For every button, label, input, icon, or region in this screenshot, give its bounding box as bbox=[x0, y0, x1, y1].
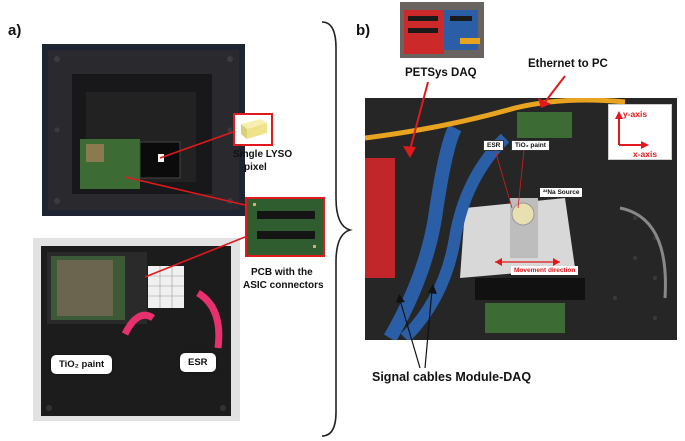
photo-petsys-daq bbox=[400, 2, 484, 58]
photo-detector-housing bbox=[42, 44, 245, 216]
signal-cables-label: Signal cables Module-DAQ bbox=[372, 370, 532, 384]
tio2-callout: TiO₂ paint bbox=[51, 355, 113, 374]
pcb-label-line2: ASIC connectors bbox=[243, 280, 324, 291]
lyso-label-line1: Single LYSO bbox=[233, 149, 293, 160]
photo-module-reflectors bbox=[33, 238, 240, 421]
pcb-inset bbox=[245, 197, 325, 257]
panel-b-letter: b) bbox=[356, 22, 371, 39]
panel-a-letter: a) bbox=[8, 22, 22, 39]
ethernet-label: Ethernet to PC bbox=[528, 58, 608, 70]
x-axis-label: x-axis bbox=[633, 149, 658, 159]
curly-brace bbox=[321, 21, 353, 437]
na22-source-tag: ²²Na Source bbox=[540, 188, 583, 197]
movement-direction-tag: Movement direction bbox=[511, 266, 579, 275]
axis-legend-box: y-axis x-axis bbox=[608, 104, 672, 160]
esr-tag: ESR bbox=[483, 140, 505, 151]
lyso-label-line2: pixel bbox=[244, 162, 267, 173]
lyso-pixel-inset bbox=[233, 113, 273, 146]
tio2-tag: TiO₂ paint bbox=[511, 140, 550, 151]
pcb-label-line1: PCB with the bbox=[251, 267, 313, 278]
petsys-label: PETSys DAQ bbox=[405, 67, 477, 79]
y-axis-label: y-axis bbox=[623, 109, 648, 119]
esr-callout: ESR bbox=[180, 353, 216, 372]
